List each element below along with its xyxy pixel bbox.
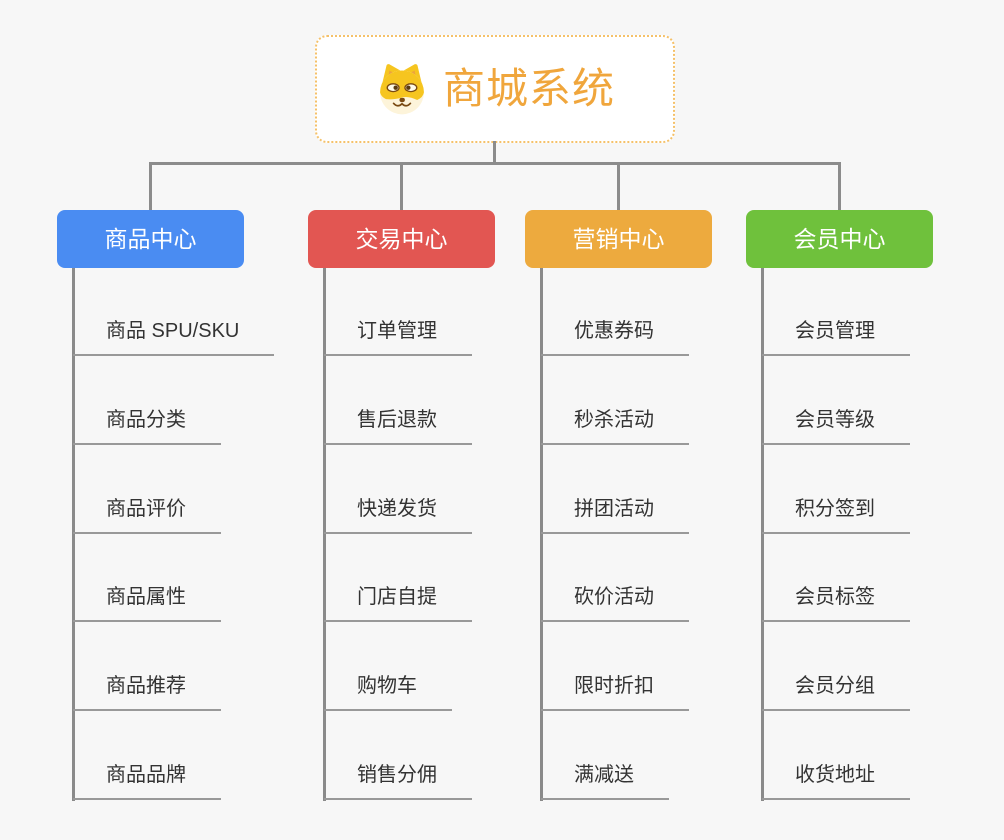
connector-drop-product bbox=[149, 162, 152, 210]
dog-face-icon bbox=[380, 64, 424, 115]
leaf-node[interactable]: 销售分佣 bbox=[324, 761, 472, 800]
leaf-node[interactable]: 售后退款 bbox=[324, 406, 472, 445]
connector-trunk-product bbox=[72, 268, 75, 801]
connector-root-drop bbox=[493, 141, 496, 165]
leaf-node[interactable]: 砍价活动 bbox=[541, 583, 689, 622]
leaf-node[interactable]: 优惠券码 bbox=[541, 317, 689, 356]
leaf-node[interactable]: 订单管理 bbox=[324, 317, 472, 356]
connector-trunk-trade bbox=[323, 268, 326, 801]
leaf-node[interactable]: 会员管理 bbox=[762, 317, 910, 356]
connector-trunk-member bbox=[761, 268, 764, 801]
leaf-node[interactable]: 拼团活动 bbox=[541, 495, 689, 534]
leaf-node[interactable]: 会员标签 bbox=[762, 583, 910, 622]
leaf-node[interactable]: 商品 SPU/SKU bbox=[73, 317, 275, 356]
branch-node-member-center[interactable]: 会员中心 bbox=[746, 210, 933, 268]
root-node-mall-system[interactable]: 商城系统 bbox=[315, 35, 675, 143]
leaf-node[interactable]: 会员分组 bbox=[762, 672, 910, 711]
connector-trunk-marketing bbox=[540, 268, 543, 801]
leaf-node[interactable]: 秒杀活动 bbox=[541, 406, 689, 445]
connector-drop-trade bbox=[400, 162, 403, 210]
leaf-node[interactable]: 商品评价 bbox=[73, 495, 221, 534]
branch-node-trade-center[interactable]: 交易中心 bbox=[308, 210, 495, 268]
leaf-node[interactable]: 收货地址 bbox=[762, 761, 910, 800]
leaf-node[interactable]: 商品分类 bbox=[73, 406, 221, 445]
leaf-node[interactable]: 会员等级 bbox=[762, 406, 910, 445]
leaf-node[interactable]: 门店自提 bbox=[324, 583, 472, 622]
root-title: 商城系统 bbox=[442, 65, 615, 112]
connector-horizontal-bar bbox=[149, 162, 841, 165]
connector-drop-member bbox=[838, 162, 841, 210]
leaf-node[interactable]: 积分签到 bbox=[762, 495, 910, 534]
branch-node-product-center[interactable]: 商品中心 bbox=[57, 210, 244, 268]
leaf-node[interactable]: 购物车 bbox=[324, 672, 452, 711]
leaf-node[interactable]: 商品属性 bbox=[73, 583, 221, 622]
leaf-node[interactable]: 快递发货 bbox=[324, 495, 472, 534]
leaf-node[interactable]: 商品推荐 bbox=[73, 672, 221, 711]
branch-node-marketing-center[interactable]: 营销中心 bbox=[525, 210, 712, 268]
leaf-node[interactable]: 限时折扣 bbox=[541, 672, 689, 711]
connector-drop-marketing bbox=[617, 162, 620, 210]
leaf-node[interactable]: 商品品牌 bbox=[73, 761, 221, 800]
leaf-node[interactable]: 满减送 bbox=[541, 761, 669, 800]
